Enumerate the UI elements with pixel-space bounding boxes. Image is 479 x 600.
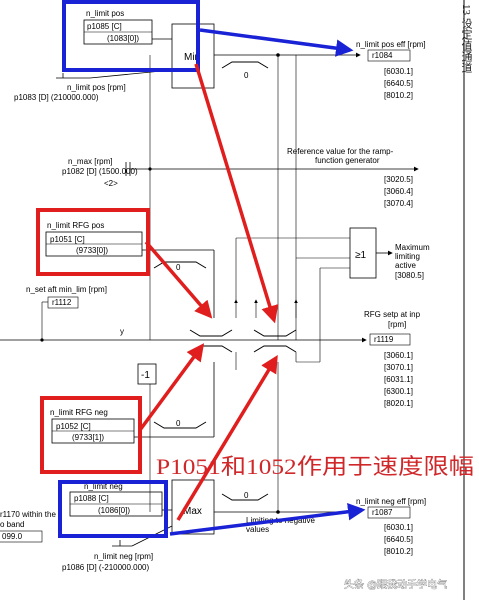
annotation-text: P1051和1052作用于速度限幅: [156, 454, 474, 479]
lower-output-id-box: [367, 506, 411, 519]
blue-arrow-lower: [169, 503, 366, 536]
red-arrow-3: [138, 343, 205, 432]
lower-zero-label: 0: [244, 491, 249, 500]
pos-limit-switch-b: [253, 329, 297, 337]
limit-active-text-2: limiting: [395, 252, 420, 261]
upper-output-label: n_limit pos eff [rpm]: [356, 40, 426, 49]
upper-fixed-label: n_limit pos [rpm]: [67, 83, 126, 92]
watermark-text: 头条 @跟我动手学电气: [344, 578, 447, 591]
side-header-text: 13 设定值通道: [460, 4, 473, 73]
max-block: [171, 479, 215, 535]
rfg-neg-zero-label: 0: [176, 419, 181, 428]
red-arrow-2: [144, 240, 213, 319]
neg-limit-switch-b: [253, 345, 297, 353]
nmax-ref-3: [3070.4]: [384, 199, 413, 208]
rfg-out-ref-1: [3060.1]: [384, 351, 413, 360]
min-block-label: Min: [184, 52, 200, 63]
rfg-pos-zero-switch: [153, 261, 207, 269]
upper-output-id-box: [367, 49, 411, 62]
blue-highlight-box-upper: [62, 0, 200, 72]
lower-output-label: n_limit neg eff [rpm]: [356, 497, 426, 506]
lower-output-id: r1087: [372, 508, 393, 517]
left-cut-text-1: r1170 within the: [0, 510, 56, 519]
max-block-label: Max: [183, 506, 202, 517]
red-arrow-1: [194, 63, 279, 324]
neg-factor-block: [137, 363, 157, 385]
upper-output-ref-3: [8010.2]: [384, 91, 413, 100]
blue-arrow-upper: [199, 28, 354, 57]
nset-id: r1112: [52, 298, 72, 307]
rfg-neg-id: p1052 [C]: [56, 422, 91, 431]
rfg-pos-zero-label: 0: [176, 263, 181, 272]
lower-param-value: (1086[0]): [98, 506, 130, 515]
upper-output-ref-2: [6640.5]: [384, 79, 413, 88]
left-cut-box: [0, 530, 43, 543]
rfg-out-id-box: [369, 333, 411, 346]
rfg-out-id: r1119: [374, 335, 394, 344]
lower-output-ref-2: [6640.5]: [384, 535, 413, 544]
nmax-id: p1082 [D] (1500.000): [62, 167, 138, 176]
y-label: y: [120, 327, 124, 336]
lower-fixed-label: n_limit neg [rpm]: [94, 552, 153, 561]
rfg-pos-id: p1051 [C]: [50, 235, 85, 244]
ramp-text-2: function generator: [315, 156, 380, 165]
lower-output-ref-3: [8010.2]: [384, 547, 413, 556]
or-block-label: ≥1: [355, 250, 366, 261]
lower-note-2: values: [246, 525, 269, 534]
upper-output-ref-1: [6030.1]: [384, 67, 413, 76]
lower-param-id: p1088 [C]: [74, 494, 109, 503]
upper-param-id: p1085 [C]: [87, 22, 122, 31]
lower-zero-switch: [221, 493, 269, 501]
rfg-pos-label: n_limit RFG pos: [47, 221, 104, 230]
nmax-ref-2: [3060.4]: [384, 187, 413, 196]
limit-active-text-3: active: [395, 261, 416, 270]
rfg-neg-label: n_limit RFG neg: [50, 408, 108, 417]
upper-fixed-id: p1083 [D] (210000.000): [14, 93, 99, 102]
upper-zero-label: 0: [244, 71, 249, 80]
rfg-neg-value: (9733[1]): [72, 433, 104, 442]
neg-factor-label: -1: [141, 370, 150, 381]
nset-id-box: [47, 296, 79, 309]
upper-output-id: r1084: [372, 51, 393, 60]
red-arrow-4: [176, 355, 278, 521]
ramp-text-1: Reference value for the ramp-: [287, 147, 394, 156]
limit-active-ref: [3080.5]: [395, 271, 424, 280]
rfg-neg-zero-switch: [153, 421, 207, 429]
nmax-ref: <2>: [104, 179, 118, 188]
nset-label: n_set aft min_lim [rpm]: [26, 285, 107, 294]
blue-highlight-box-lower: [58, 480, 168, 538]
rfg-out-ref-3: [6031.1]: [384, 375, 413, 384]
min-block: [171, 23, 215, 89]
red-highlight-box-neg: [40, 396, 142, 474]
rfg-out-ref-5: [8020.1]: [384, 399, 413, 408]
or-block: [349, 227, 377, 279]
lower-output-ref-1: [6030.1]: [384, 523, 413, 532]
rfg-pos-value: (9733[0]): [76, 246, 108, 255]
left-cut-text-3: 099.0: [2, 532, 23, 541]
pos-limit-switch-a: [189, 329, 233, 337]
left-cut-text-2: o band: [0, 520, 24, 529]
rfg-out-label-1: RFG setp at inp: [364, 310, 421, 319]
lower-fixed-id: p1086 [D] (-210000.000): [62, 563, 150, 572]
limit-active-text-1: Maximum: [395, 243, 430, 252]
rfg-out-label-2: [rpm]: [388, 320, 406, 329]
nmax-ref-1: [3020.5]: [384, 175, 413, 184]
upper-zero-switch: [221, 61, 269, 69]
lower-param-label: n_limit neg: [84, 482, 123, 491]
rfg-out-ref-4: [6300.1]: [384, 387, 413, 396]
upper-param-label: n_limit pos: [86, 9, 124, 18]
nmax-label: n_max [rpm]: [68, 157, 112, 166]
upper-param-value: (1083[0]): [107, 34, 139, 43]
rfg-out-ref-2: [3070.1]: [384, 363, 413, 372]
